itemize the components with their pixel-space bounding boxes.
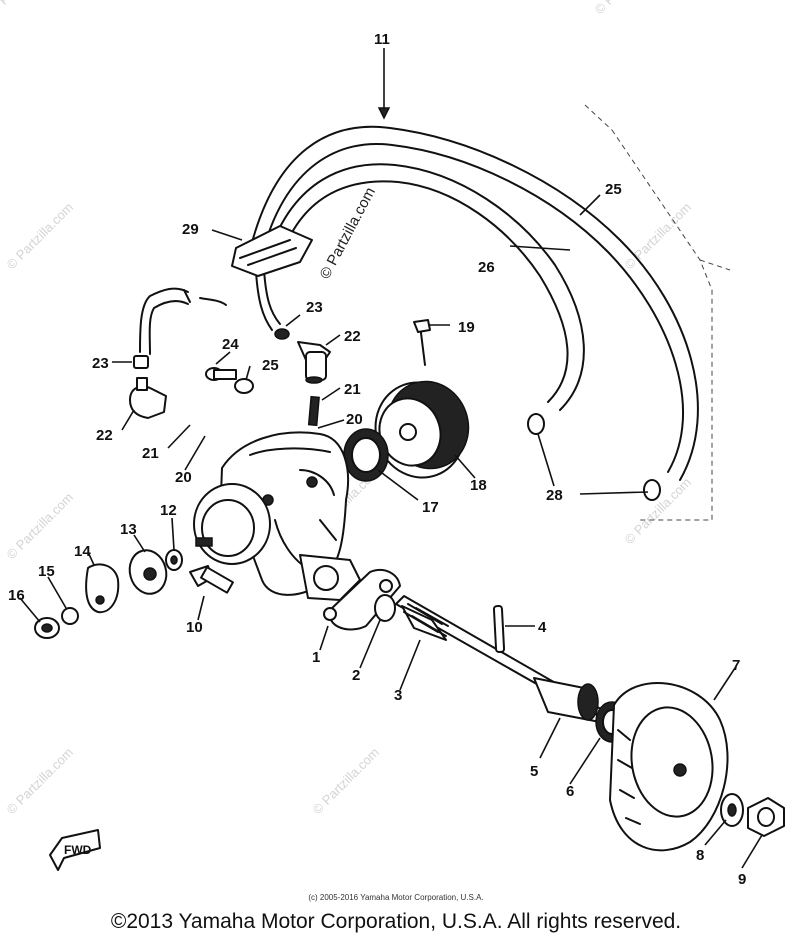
callout-15: 15 bbox=[38, 563, 55, 580]
callout-24: 24 bbox=[222, 336, 239, 353]
hose-left bbox=[139, 287, 227, 353]
callout-14: 14 bbox=[74, 543, 91, 560]
watermark-top-strip-right: © Partzilla.com bbox=[592, 0, 665, 17]
watermark-left-low: © Partzilla.com bbox=[4, 745, 77, 818]
lever-14-pivot bbox=[95, 595, 105, 605]
watermark-top-strip-left: © Partzilla.com bbox=[0, 0, 59, 17]
callout-7: 7 bbox=[732, 657, 740, 674]
oil-line-27 bbox=[269, 163, 585, 411]
collar-5 bbox=[533, 677, 601, 723]
callout-23-right: 23 bbox=[306, 299, 323, 316]
gasket-1-hole-2 bbox=[323, 607, 337, 621]
callout-20-left: 20 bbox=[175, 469, 192, 486]
watermark-diagram-center: © Partzilla.com bbox=[317, 185, 379, 282]
callout-13: 13 bbox=[120, 521, 137, 538]
plate-13-hole bbox=[143, 567, 157, 581]
callout-1: 1 bbox=[312, 649, 320, 666]
fwd-arrow: FWD bbox=[49, 829, 101, 871]
gear-18 bbox=[374, 380, 470, 479]
callout-17: 17 bbox=[422, 499, 439, 516]
callout-23-left: 23 bbox=[92, 355, 109, 372]
fwd-label: FWD bbox=[64, 843, 92, 857]
callout-26: 25 bbox=[605, 181, 622, 198]
pin-4 bbox=[492, 604, 506, 654]
callout-18: 18 bbox=[470, 477, 487, 494]
bolt-10 bbox=[189, 565, 234, 594]
hose-left-inner bbox=[148, 289, 191, 355]
callout-10: 10 bbox=[186, 619, 203, 636]
gasket-1-hole bbox=[379, 579, 393, 593]
watermark-center-low: © Partzilla.com bbox=[310, 745, 383, 818]
callout-29: 29 bbox=[182, 221, 199, 238]
callout-25: 25 bbox=[262, 357, 279, 374]
copyright-small: (c) 2005-2016 Yamaha Motor Corporation, … bbox=[308, 893, 484, 902]
washer-2 bbox=[374, 594, 396, 622]
callout-19: 19 bbox=[458, 319, 475, 336]
nut-16-hole bbox=[41, 623, 53, 633]
line-bracket-29 bbox=[231, 225, 313, 277]
oil-lines bbox=[139, 48, 699, 481]
callout-20-right: 20 bbox=[346, 411, 363, 428]
callout-6: 6 bbox=[566, 783, 574, 800]
assembly-boundary bbox=[584, 104, 731, 521]
clamp-28-lower bbox=[643, 479, 661, 501]
callout-27: 26 bbox=[478, 259, 495, 276]
watermark-left-top: © Partzilla.com bbox=[4, 200, 77, 273]
callout-3: 3 bbox=[394, 687, 402, 704]
clamp-28-upper bbox=[527, 413, 545, 435]
callout-11-arrow-head bbox=[377, 107, 391, 120]
callout-12: 12 bbox=[160, 502, 177, 519]
gear-7 bbox=[609, 682, 729, 852]
bolt-24 bbox=[205, 367, 237, 381]
callout-2: 2 bbox=[352, 667, 360, 684]
callout-8: 8 bbox=[696, 847, 704, 864]
callout-28: 28 bbox=[546, 487, 563, 504]
washer-25 bbox=[234, 378, 254, 394]
oil-line-26 bbox=[249, 125, 699, 481]
callout-21-right: 21 bbox=[344, 381, 361, 398]
fitting-22-right bbox=[274, 328, 331, 384]
oil-pump-body bbox=[193, 431, 361, 601]
callout-9: 9 bbox=[738, 871, 746, 888]
callout-22-left: 22 bbox=[96, 427, 113, 444]
callout-21-left: 21 bbox=[142, 445, 159, 462]
hose-center bbox=[255, 269, 281, 331]
callout-22-right: 22 bbox=[344, 328, 361, 345]
pin-21 bbox=[307, 395, 320, 427]
copyright-main: ©2013 Yamaha Motor Corporation, U.S.A. A… bbox=[110, 910, 682, 933]
callout-16: 16 bbox=[8, 587, 25, 604]
washer-12-hole bbox=[170, 555, 178, 565]
callout-11: 11 bbox=[374, 31, 390, 48]
callout-labels: 11 25 26 29 23 22 19 24 25 23 22 21 20 2… bbox=[8, 31, 746, 888]
pin-19 bbox=[413, 319, 431, 366]
lever-14 bbox=[85, 563, 120, 614]
callout-5: 5 bbox=[530, 763, 538, 780]
callout-4: 4 bbox=[538, 619, 547, 636]
circlip-15 bbox=[61, 607, 79, 625]
leader-lines bbox=[19, 194, 763, 869]
nut-9-hole bbox=[757, 807, 775, 827]
fitting-22-left bbox=[129, 355, 167, 419]
lock-washer-8-hole bbox=[727, 803, 737, 817]
watermark-left-mid: © Partzilla.com bbox=[4, 490, 77, 563]
